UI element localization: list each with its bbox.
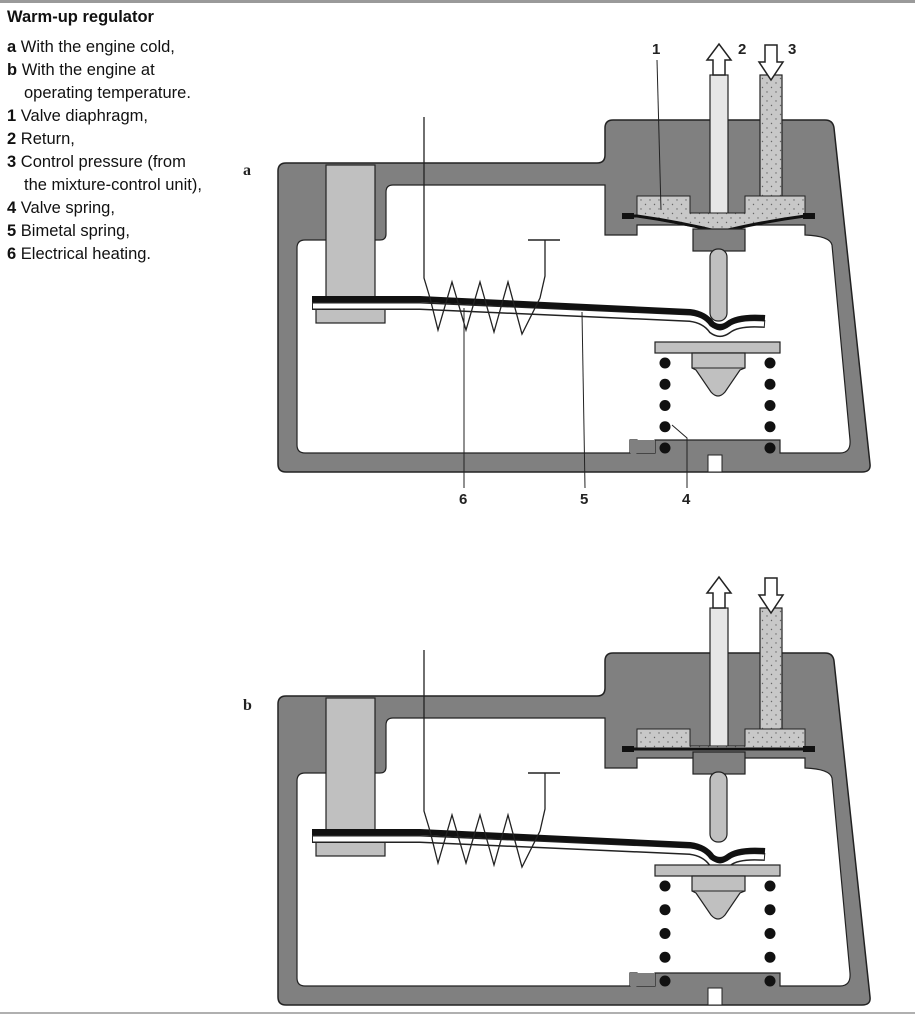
legend-text: With the engine at operating temperature… [21,61,191,102]
valve-spring-coil [659,928,671,939]
return-pipe [709,74,729,216]
legend-text: Return, [20,130,75,148]
diaphragm-clamp-left [622,746,634,752]
valve-block [692,751,746,775]
legend-item: 6 Electrical heating. [7,243,207,266]
valve-spring-coil [659,880,671,892]
legend-item: a With the engine cold, [7,36,207,59]
callout-1: 1 [652,41,660,58]
bimetal-clamp [315,841,386,857]
valve-spring-coil [659,378,671,390]
bottom-border [0,1012,915,1014]
legend-text: Valve spring, [20,199,115,217]
push-rod [709,248,728,322]
bimetal-spring [312,829,766,863]
valve-spring-coil [764,951,776,963]
valve-spring-coil [659,904,671,916]
legend-text: Valve diaphragm, [20,107,148,125]
leader-line-5 [581,311,586,489]
top-border [0,0,915,3]
bimetal-spring [312,296,766,330]
heater-block [325,697,376,832]
leader-line-1 [656,59,662,211]
valve-spring-coil [659,400,671,411]
legend: Warm-up regulator a With the engine cold… [7,6,207,266]
valve-cone [691,352,746,397]
legend-item: 1 Valve diaphragm, [7,105,207,128]
pressure-arrow-down-icon [757,44,785,82]
diaphragm-clamp-right [803,746,815,752]
figure-title: Warm-up regulator [7,8,154,26]
legend-key: a [7,38,17,56]
heater-block [325,164,376,299]
valve-spring-coil [659,357,671,369]
bimetal-lower-strip [313,303,765,336]
legend-items: a With the engine cold,b With the engine… [7,36,207,266]
legend-key: 6 [7,245,17,263]
legend-item: 2 Return, [7,128,207,151]
valve-spring-coil [764,421,776,433]
valve-spring-coil [659,421,671,433]
bottom-boss [630,440,655,453]
legend-text: Control pressure (from the mixture-contr… [20,153,202,194]
valve-spring-coil [764,400,776,411]
leader-line-4 [671,424,688,488]
bimetal-clamp [315,308,386,324]
callout-3: 3 [788,41,796,58]
push-rod [709,771,728,843]
legend-key: 2 [7,130,17,148]
vent-hole [707,987,723,1006]
diagram-a [277,42,871,473]
valve-cone [691,875,746,920]
diaphragm-clamp-left [622,213,634,219]
valve-spring-coil [764,928,776,939]
valve-spring-coil [659,442,671,454]
pressure-arrow-down-icon [757,577,785,615]
valve-plate [654,864,781,877]
bottom-boss [630,973,655,986]
callout-6: 6 [459,491,467,508]
legend-item: b With the engine at operating temperatu… [7,59,207,105]
valve-spring-coil [764,904,776,916]
diagram-a-label: a [243,162,251,179]
legend-key: 5 [7,222,17,240]
valve-plate [654,341,781,354]
valve-spring-coil [659,975,671,987]
diaphragm-clamp-right [803,213,815,219]
heating-coil [423,117,546,336]
legend-text: Bimetal spring, [20,222,130,240]
valve-spring-coil [659,951,671,963]
callout-5: 5 [580,491,588,508]
legend-key: 1 [7,107,17,125]
legend-item: 3 Control pressure (from the mixture-con… [7,151,207,197]
valve-spring-coil [764,442,776,454]
legend-text: Electrical heating. [20,245,152,263]
return-pipe [709,607,729,749]
valve-spring-coil [764,378,776,390]
valve-spring-coil [764,975,776,987]
valve-spring-coil [764,357,776,369]
legend-key: 3 [7,153,17,171]
control-pressure-pipe [759,607,783,739]
callouts: 1 2 3 6 5 4 [459,41,796,508]
return-arrow-up-icon [705,575,733,609]
valve-spring-coil [764,880,776,892]
legend-item: 4 Valve spring, [7,197,207,220]
return-arrow-up-icon [705,42,733,76]
heating-coil [423,650,546,869]
control-pressure-pipe [759,74,783,206]
legend-text: With the engine cold, [20,38,175,56]
diagram-b-label: b [243,697,252,714]
legend-item: 5 Bimetal spring, [7,220,207,243]
valve-block [692,228,746,252]
callout-4: 4 [682,491,691,508]
legend-key: b [7,61,18,79]
vent-hole [707,454,723,473]
callout-2: 2 [738,41,746,58]
diagram-b [277,575,871,1006]
legend-key: 4 [7,199,17,217]
